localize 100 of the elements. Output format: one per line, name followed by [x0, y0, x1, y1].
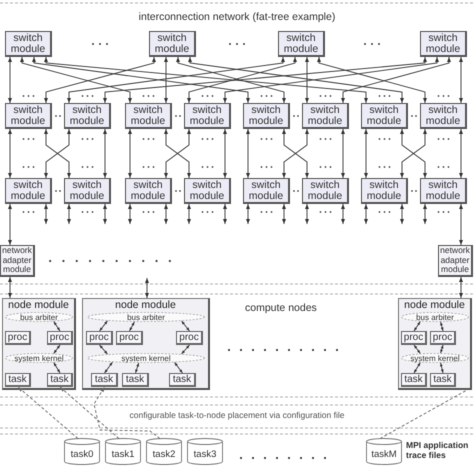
double-arrow — [135, 362, 140, 374]
node-text: switch module — [366, 104, 402, 126]
switch-box — [420, 103, 467, 129]
double-arrow — [187, 204, 191, 224]
crossed-double-arrows — [400, 128, 427, 178]
node-text: switch module — [10, 180, 46, 202]
double-arrow — [187, 56, 297, 104]
unit-box — [5, 331, 31, 345]
dashed-ellipse — [87, 353, 205, 363]
switch-box — [420, 31, 467, 57]
unit-box — [430, 331, 456, 345]
double-arrow — [400, 204, 404, 224]
node-text: proc — [8, 332, 28, 343]
node-text: switch module — [282, 32, 320, 54]
node-text: task — [8, 374, 27, 385]
file-cylinder — [105, 438, 141, 465]
node-text: switch module — [248, 180, 284, 202]
node-text: switch module — [306, 104, 344, 126]
double-arrow — [8, 276, 12, 298]
node-text: switch module — [10, 104, 46, 126]
node-text: switch module — [130, 104, 166, 126]
dashed-arrow — [18, 386, 78, 440]
double-arrow — [440, 362, 444, 374]
unit-box — [116, 331, 143, 345]
node-text: task — [94, 374, 114, 385]
double-arrow — [44, 204, 48, 224]
double-arrow — [414, 321, 421, 332]
double-arrow — [246, 128, 250, 178]
switch-box — [278, 31, 325, 57]
node-text: switch module — [366, 180, 402, 202]
unit-box — [401, 331, 427, 345]
node-text: proc — [179, 332, 199, 343]
module-title: node module — [115, 299, 176, 311]
double-arrow — [129, 321, 135, 332]
double-arrow — [341, 56, 451, 104]
node-text: network adapter module — [1, 246, 33, 275]
unit-box — [91, 373, 118, 387]
node-text: switch module — [130, 180, 166, 202]
node-text: task0 — [70, 448, 94, 460]
double-arrow — [364, 128, 368, 178]
switch-box — [302, 103, 349, 129]
file-cylinder — [64, 438, 100, 465]
file-cylinder — [187, 438, 223, 465]
double-arrow — [32, 56, 250, 104]
unit-box — [5, 373, 31, 387]
dashed-ellipse — [5, 312, 73, 322]
node-text: switch module — [424, 180, 462, 202]
double-arrow — [44, 56, 156, 104]
switch-box — [361, 178, 408, 204]
node-text: switch module — [188, 180, 226, 202]
crossed-double-arrows — [282, 128, 309, 178]
node-text: proc — [89, 332, 109, 343]
switch-box — [302, 178, 349, 204]
node-text: proc — [119, 332, 139, 343]
double-arrow — [164, 56, 168, 104]
double-arrow — [164, 204, 168, 224]
double-arrow — [103, 128, 107, 178]
double-arrow — [305, 56, 309, 104]
double-arrow — [176, 56, 286, 104]
node-text: switch module — [248, 104, 284, 126]
module-title: node module — [404, 299, 465, 311]
node-text: system kernel — [14, 354, 64, 362]
unit-box — [169, 373, 196, 387]
double-arrow — [246, 204, 250, 224]
node-text: switch module — [68, 104, 106, 126]
dashed-arrow — [60, 386, 120, 440]
dashed-ellipse — [5, 353, 73, 363]
switch-box — [5, 178, 52, 204]
node-text: system kernel — [410, 354, 460, 362]
band-caption: configurable task-to-node placement via configuration file — [130, 410, 344, 420]
double-arrow — [44, 56, 368, 104]
double-arrow — [341, 204, 345, 224]
double-arrow — [440, 344, 444, 354]
node-module-panel — [2, 298, 76, 390]
unit-box — [401, 373, 427, 387]
switch-box — [64, 178, 111, 204]
node-text: system kernel — [121, 354, 171, 362]
double-arrow — [53, 344, 60, 354]
dashed-arrow — [94, 386, 160, 440]
node-text: task — [433, 374, 452, 385]
dashed-ellipse — [87, 312, 205, 322]
crossed-double-arrows — [44, 128, 71, 178]
node-text: bus arbiter — [416, 312, 454, 322]
double-arrow — [67, 56, 285, 104]
double-arrow — [282, 204, 286, 224]
switch-box — [5, 103, 52, 129]
module-title: node module — [8, 299, 69, 311]
double-arrow — [53, 321, 60, 332]
switch-box — [184, 103, 231, 129]
double-arrow — [20, 56, 132, 104]
double-arrow — [103, 204, 107, 224]
node-module-panel — [82, 298, 210, 390]
double-arrow — [99, 344, 108, 355]
node-text: task — [172, 374, 192, 385]
node-text: proc — [50, 332, 70, 343]
node-text: switch module — [424, 32, 462, 54]
node-text: switch module — [424, 104, 462, 126]
double-arrow — [364, 204, 368, 224]
node-text: task — [50, 374, 69, 385]
switch-box — [5, 31, 52, 57]
